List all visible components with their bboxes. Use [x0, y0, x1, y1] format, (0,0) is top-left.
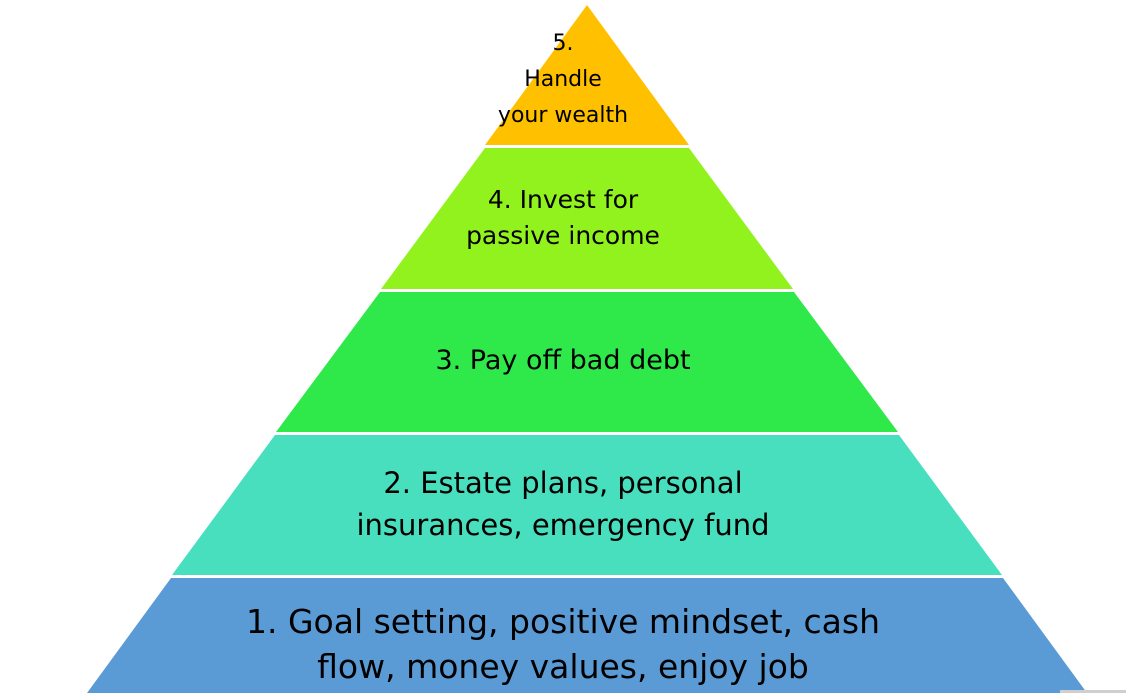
level-4-shape — [381, 148, 793, 289]
level-4-line-2: passive income — [466, 221, 660, 250]
level-4-label: 4. Invest for passive income — [0, 180, 1126, 256]
level-3-label: 3. Pay off bad debt — [0, 336, 1126, 386]
level-1-line-2: flow, money values, enjoy job — [317, 647, 809, 686]
level-2-shape — [172, 435, 1002, 575]
level-4-line-1: 4. Invest for — [487, 185, 639, 214]
level-2-label: 2. Estate plans, personal insurances, em… — [0, 461, 1126, 547]
level-5-line-2: Handle — [524, 67, 602, 92]
level-2-line-2: insurances, emergency fund — [356, 508, 770, 542]
level-3-line-1: 3. Pay off bad debt — [435, 344, 691, 376]
level-1-shape — [87, 578, 1087, 693]
bottom-edge-strip — [1060, 690, 1126, 693]
level-5-shape — [485, 5, 689, 145]
level-5-line-3: your wealth — [497, 103, 629, 128]
level-3-shape — [276, 292, 898, 432]
level-1-label: 1. Goal setting, positive mindset, cash … — [0, 599, 1126, 689]
level-5-label: 5. Handle your wealth — [0, 22, 1126, 138]
level-1-line-1: 1. Goal setting, positive mindset, cash — [246, 602, 880, 641]
level-2-line-1: 2. Estate plans, personal — [383, 466, 743, 500]
level-5-line-1: 5. — [552, 31, 574, 56]
